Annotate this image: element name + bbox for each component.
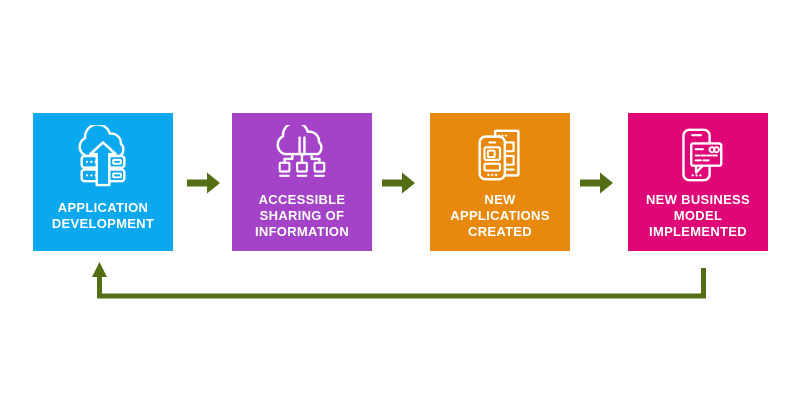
mobile-apps-icon: [469, 125, 531, 187]
step-label-line: ACCESSIBLE: [258, 191, 346, 207]
flow-arrow-right-icon: [382, 172, 416, 194]
step-label-line: INFORMATION: [254, 223, 350, 239]
step-new-business-model-implemented: NEW BUSINESS MODEL IMPLEMENTED: [628, 113, 768, 251]
step-caption: NEW BUSINESS MODEL IMPLEMENTED: [646, 187, 750, 251]
step-caption: APPLICATION DEVELOPMENT: [52, 187, 154, 251]
feedback-loop-arrow: [92, 258, 717, 308]
cloud-upload-servers-icon: [72, 125, 134, 187]
step-label-line: NEW BUSINESS: [645, 191, 750, 207]
cloud-network-icon: [271, 125, 333, 187]
step-label-line: DEVELOPMENT: [51, 215, 155, 231]
step-label-line: IMPLEMENTED: [649, 223, 747, 239]
step-new-applications-created: NEW APPLICATIONS CREATED: [430, 113, 570, 251]
flow-arrow-right-icon: [187, 172, 221, 194]
step-label-line: APPLICATION: [57, 199, 149, 215]
step-accessible-sharing-of-information: ACCESSIBLE SHARING OF INFORMATION: [232, 113, 372, 251]
step-label-line: NEW: [484, 191, 516, 207]
step-label-line: SHARING OF: [259, 207, 345, 223]
step-caption: ACCESSIBLE SHARING OF INFORMATION: [255, 187, 349, 251]
mobile-payment-icon: [667, 125, 729, 187]
step-label-line: MODEL: [673, 207, 723, 223]
step-label-line: APPLICATIONS: [450, 207, 550, 223]
step-caption: NEW APPLICATIONS CREATED: [450, 187, 549, 251]
flow-arrow-right-icon: [580, 172, 614, 194]
step-application-development: APPLICATION DEVELOPMENT: [33, 113, 173, 251]
step-label-line: CREATED: [468, 223, 532, 239]
